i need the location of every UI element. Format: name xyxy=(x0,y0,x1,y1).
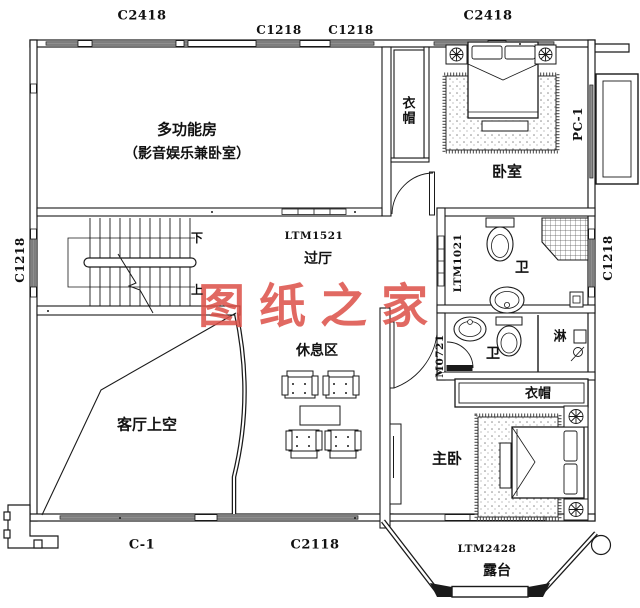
watermark-text: 图纸之家 xyxy=(198,279,442,335)
room-label-bedroom: 卧室 xyxy=(491,162,523,181)
window-label-c2418-top-right: C2418 xyxy=(463,8,513,24)
window-label-c1218-top-b: C1218 xyxy=(328,23,374,37)
door-label-ltm1021: LTM1021 xyxy=(451,233,464,293)
room-label-multi-function: 多功能房 xyxy=(156,120,218,139)
bedroom-door xyxy=(391,171,435,216)
stairs xyxy=(67,218,197,314)
room-label-multi-function-sub: （影音娱乐兼卧室） xyxy=(124,146,250,162)
room-label-wardrobe-bottom: 衣帽 xyxy=(524,386,552,402)
master-furniture xyxy=(474,405,589,521)
wall-node-dots xyxy=(47,43,521,519)
window-label-c1218-top-a: C1218 xyxy=(256,23,302,37)
wall-openings xyxy=(281,208,445,390)
curved-wall xyxy=(231,312,247,514)
window-label-pc1: PC-1 xyxy=(571,107,585,141)
window-label-c1: C-1 xyxy=(128,537,156,553)
sliding-panel xyxy=(389,423,402,505)
room-label-wardrobe-top: 衣帽 xyxy=(399,96,415,126)
stairs-down-label: 下 xyxy=(190,231,204,245)
wardrobes xyxy=(393,49,589,408)
room-label-shower: 淋 xyxy=(553,329,567,345)
master-entry-door xyxy=(389,321,438,389)
bath2-door-m0721 xyxy=(446,341,474,371)
bathroom-fixtures xyxy=(453,217,589,362)
room-label-bath1: 卫 xyxy=(515,260,529,276)
door-label-ltm1521: LTM1521 xyxy=(284,229,344,242)
bedroom-furniture xyxy=(442,41,560,154)
room-label-bath2: 卫 xyxy=(486,346,500,362)
door-label-ltm2428: LTM2428 xyxy=(457,542,517,555)
window-label-c1218-left: C1218 xyxy=(13,237,27,283)
window-label-c2418-top-left: C2418 xyxy=(117,8,167,24)
bay-window-pc1 xyxy=(595,73,639,185)
room-label-rest-area: 休息区 xyxy=(296,343,338,359)
void-lines xyxy=(41,312,237,516)
doors xyxy=(389,171,474,505)
door-label-m0721: M0721 xyxy=(433,334,446,378)
window-label-c2118: C2118 xyxy=(290,537,340,553)
stairs-up-label: 上 xyxy=(190,283,204,297)
room-label-living-void: 客厅上空 xyxy=(116,415,178,434)
window-label-c1218-right: C1218 xyxy=(601,235,615,281)
room-label-terrace: 露台 xyxy=(483,563,511,579)
terrace xyxy=(381,519,612,598)
room-label-master-bedroom: 主卧 xyxy=(431,449,463,468)
room-label-hallway: 过厅 xyxy=(304,251,332,267)
rest-area-furniture xyxy=(281,370,362,459)
